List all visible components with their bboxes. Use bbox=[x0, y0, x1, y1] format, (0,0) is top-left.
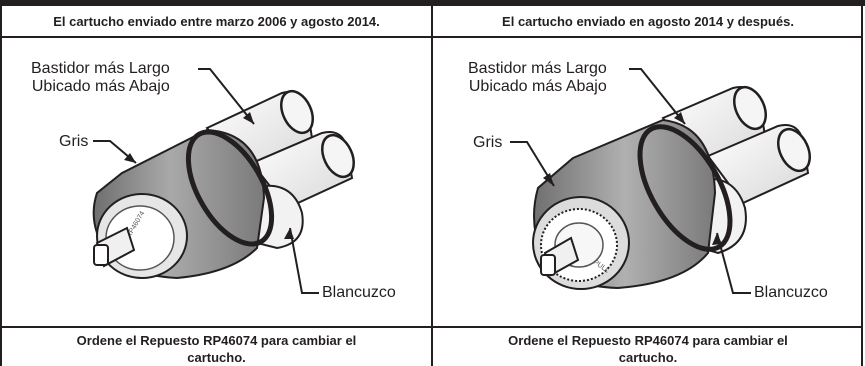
valve-stem-new bbox=[540, 236, 580, 277]
callout-leaders-new bbox=[510, 68, 751, 294]
new-cartridge-illustration: PULL bbox=[510, 68, 811, 294]
gray-callout-new: Gris bbox=[473, 134, 503, 151]
column-divider bbox=[431, 6, 433, 366]
header-old-cartridge: El cartucho enviado entre marzo 2006 y a… bbox=[2, 6, 431, 38]
old-cartridge-illustration: RP46074 bbox=[92, 68, 355, 294]
order-note-old: Ordene el Repuesto RP46074 para cambiar … bbox=[76, 333, 357, 365]
footer-old-cartridge: Ordene el Repuesto RP46074 para cambiar … bbox=[2, 326, 431, 366]
gray-callout-old: Gris bbox=[59, 133, 89, 150]
housing-callout-line2: Ubicado más Abajo bbox=[31, 78, 170, 95]
offwhite-callout-old: Blancuzco bbox=[322, 284, 396, 301]
callout-arrowheads bbox=[124, 112, 294, 239]
header-new-cartridge: El cartucho enviado en agosto 2014 y des… bbox=[433, 6, 863, 38]
footer-new-cartridge: Ordene el Repuesto RP46074 para cambiar … bbox=[433, 326, 863, 366]
housing-callout-line2-new: Ubicado más Abajo bbox=[468, 78, 607, 95]
offwhite-callout-new: Blancuzco bbox=[754, 284, 828, 301]
top-rule bbox=[0, 0, 865, 6]
housing-callout-line1-new: Bastidor más Largo bbox=[468, 60, 607, 77]
new-cartridge-panel: PULL Bastidor más Largo Ubicado más Abaj… bbox=[433, 38, 863, 326]
table-frame bbox=[0, 6, 863, 366]
old-cartridge-panel: RP46074 Bastidor más Largo Ubicado más A… bbox=[2, 38, 431, 326]
housing-callout-line1: Bastidor más Largo bbox=[31, 60, 170, 77]
housing-callout-new: Bastidor más Largo Ubicado más Abajo bbox=[468, 60, 607, 96]
gray-cartridge-body: RP46074 bbox=[92, 128, 275, 280]
valve-stem bbox=[93, 226, 136, 268]
housing-callout-old: Bastidor más Largo Ubicado más Abajo bbox=[31, 60, 170, 96]
order-note-new: Ordene el Repuesto RP46074 para cambiar … bbox=[508, 333, 788, 365]
callout-leaders bbox=[93, 68, 319, 294]
callout-arrowheads-new bbox=[543, 112, 722, 245]
